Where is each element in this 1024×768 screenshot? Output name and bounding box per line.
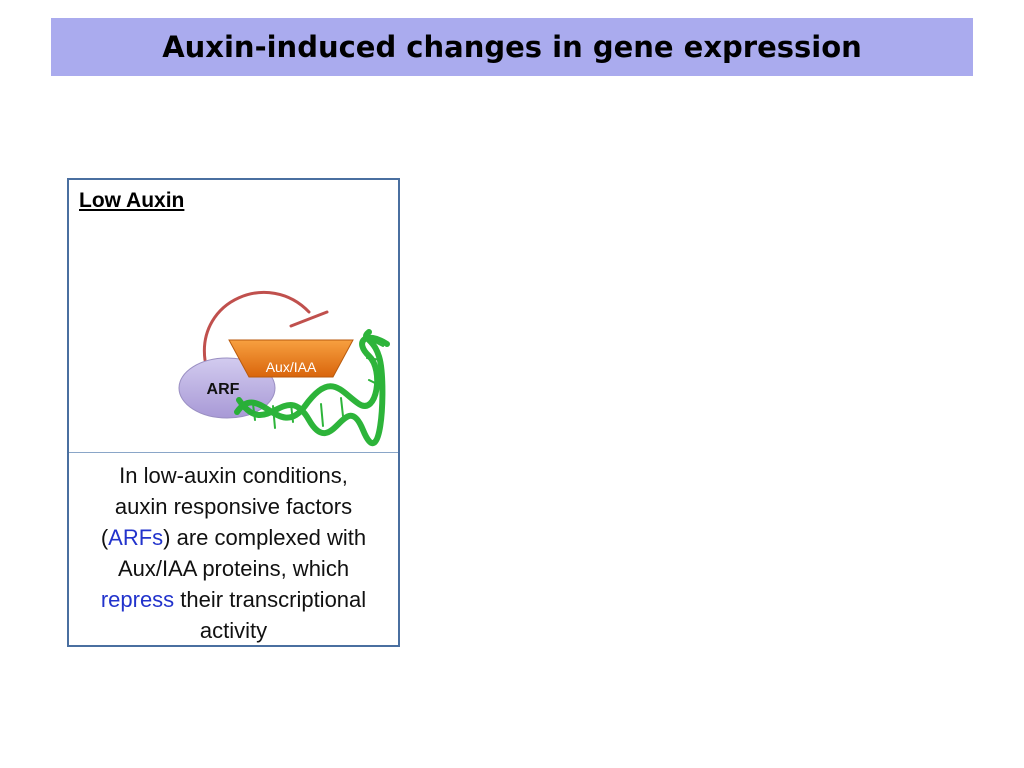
caption-line: auxin responsive factors (114, 494, 353, 519)
page-title: Auxin-induced changes in gene expression (162, 30, 862, 64)
caption-line: (ARFs) are complexed with (75, 522, 392, 553)
caption-line: Aux/IAA proteins, which (117, 556, 350, 581)
repression-arrow (202, 290, 311, 362)
diagram-area: Low Auxin ARF Aux/IAA (69, 180, 398, 453)
caption-text: their transcriptional (174, 587, 367, 612)
low-auxin-panel: Low Auxin ARF Aux/IAA (67, 178, 400, 647)
panel-caption: In low-auxin conditions, auxin responsiv… (75, 460, 392, 646)
arf-label: ARF (207, 381, 240, 398)
title-bar: Auxin-induced changes in gene expression (51, 18, 973, 76)
arf-aux-iaa-diagram: ARF Aux/IAA (178, 290, 390, 447)
panel-heading: Low Auxin (79, 189, 185, 212)
aux-iaa-protein (228, 339, 354, 378)
caption-highlight-arfs: ARFs (108, 525, 164, 550)
repression-bar (289, 310, 329, 328)
caption-text: ( (100, 525, 109, 550)
caption-line: activity (199, 618, 268, 643)
caption-line: repress their transcriptional (75, 584, 392, 615)
caption-line: In low-auxin conditions, (119, 463, 348, 488)
caption-text: ) are complexed with (163, 525, 367, 550)
aux-iaa-label: Aux/IAA (266, 359, 317, 375)
dna-helix (234, 329, 390, 447)
caption-highlight-repress: repress (100, 587, 175, 612)
